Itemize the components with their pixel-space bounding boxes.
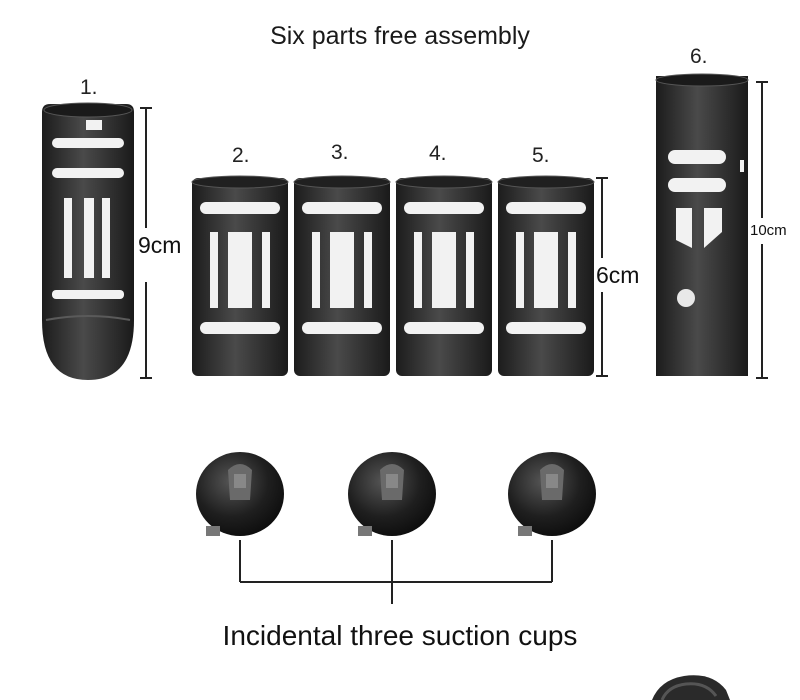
part-number-5: 5. [532, 144, 550, 167]
suction-cup-2 [348, 452, 436, 536]
part-6-tube [655, 73, 749, 376]
part1-dimension-label: 9cm [138, 232, 182, 258]
suction-cups-caption: Incidental three suction cups [222, 620, 578, 651]
part-5-ring [497, 175, 595, 376]
product-title: Six parts free assembly [270, 22, 530, 50]
part6-dimension-bracket [756, 81, 768, 379]
partial-hook-object [652, 675, 730, 700]
part-number-1: 1. [80, 76, 98, 99]
part-number-6: 6. [690, 45, 708, 68]
parts2to5-dimension-bracket [596, 177, 608, 377]
part1-dimension-bracket [140, 107, 152, 379]
part-number-4: 4. [429, 142, 447, 165]
suction-cup-1 [196, 452, 284, 536]
part-1-tube [42, 102, 134, 380]
part-number-3: 3. [331, 141, 349, 164]
part-3-ring [293, 175, 391, 376]
part-2-ring [191, 175, 289, 376]
suction-cups-connector [239, 540, 553, 604]
part-number-2: 2. [232, 144, 250, 167]
part-4-ring [395, 175, 493, 376]
part6-dimension-label: 10cm [750, 222, 787, 239]
suction-cup-3 [508, 452, 596, 536]
parts2to5-dimension-label: 6cm [596, 262, 640, 288]
